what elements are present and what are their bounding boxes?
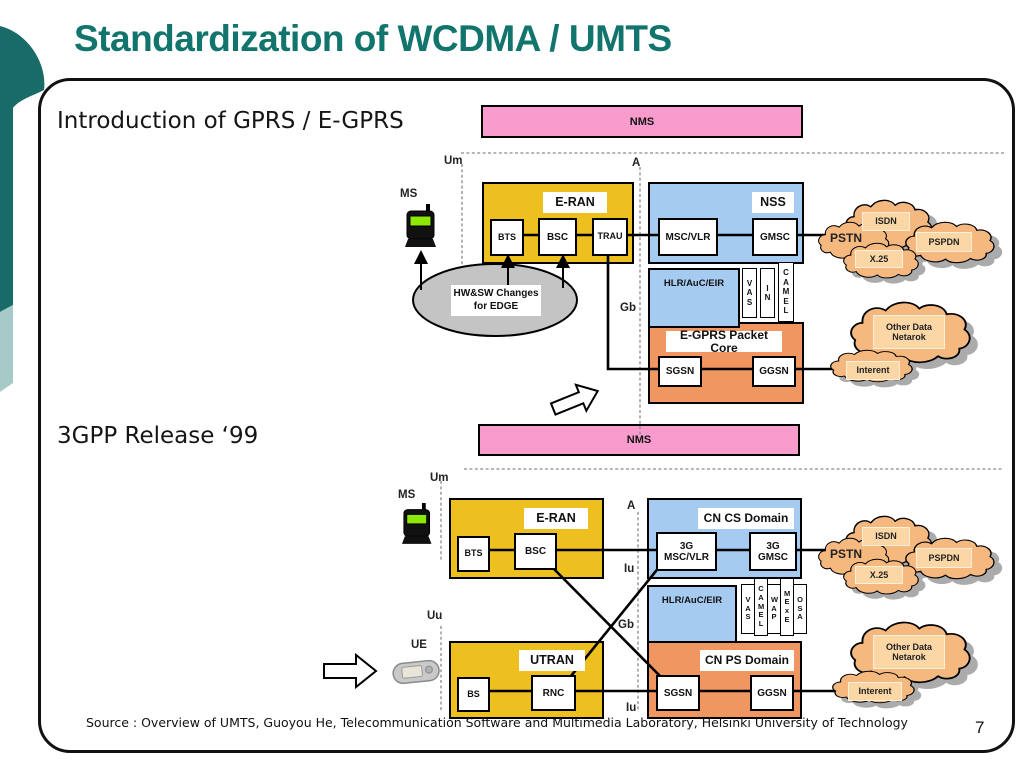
cloud-label-otherdata-gprs: Other Data Netarok [873, 315, 945, 349]
service-camel-gprs: CAMEL [778, 262, 794, 322]
mscvlr-node-r99: 3G MSC/VLR [656, 532, 717, 571]
cloud-label-pstn-r99: PSTN [830, 547, 863, 561]
heading-gprs: Introduction of GPRS / E-GPRS [57, 108, 404, 134]
iface-uu-r99: Uu [427, 610, 443, 622]
cloud-label-internet-r99: Interent [848, 682, 902, 701]
nms-label: NMS [629, 115, 655, 128]
ms-label-r99: MS [398, 489, 416, 501]
band-dark-shape [0, 26, 45, 312]
page-number: 7 [975, 718, 985, 737]
hlr-box-gprs: HLR/AuC/EIR [648, 268, 740, 328]
band-light-shape [0, 305, 13, 392]
cn-ps-title-r99: CN PS Domain [700, 650, 794, 671]
ue-label-r99: UE [411, 639, 427, 651]
iface-a-gprs: A [632, 157, 641, 169]
packet-core-title-gprs: E-GPRS Packet Core [666, 329, 782, 354]
nss-title-gprs: NSS [752, 192, 794, 213]
cloud-label-isdn-r99: ISDN [862, 527, 910, 546]
cloud-label-otherdata-r99: Other Data Netarok [873, 635, 945, 669]
nms-bar-r99: NMS [478, 424, 800, 456]
service-vas-r99: VAS [741, 584, 755, 634]
heading-r99: 3GPP Release ‘99 [57, 423, 259, 449]
cloud-label-isdn-gprs: ISDN [862, 212, 910, 231]
sgsn-node-gprs: SGSN [658, 356, 702, 387]
rnc-node-r99: RNC [531, 675, 576, 711]
iface-gb-gprs: Gb [620, 302, 636, 314]
service-camel-r99: CAMEL [754, 578, 768, 636]
iface-um-r99: Um [430, 472, 449, 484]
ms-label-gprs: MS [400, 188, 418, 200]
bts-node-gprs: BTS [490, 219, 524, 256]
teal-corner-decoration [0, 26, 45, 392]
hlr-box-r99: HLR/AuC/EIR [647, 585, 737, 643]
trau-node-gprs: TRAU [592, 218, 628, 256]
cloud-label-x25-r99: X.25 [855, 566, 903, 584]
bts-node-r99: BTS [457, 536, 490, 572]
sgsn-node-r99: SGSN [656, 675, 700, 711]
eran-title-r99: E-RAN [524, 508, 588, 529]
source-citation: Source : Overview of UMTS, Guoyou He, Te… [86, 715, 908, 730]
iface-iu-lower-r99: Iu [626, 702, 637, 714]
service-wap-r99: WAP [767, 584, 781, 634]
gmsc-node-r99: 3G GMSC [749, 532, 797, 571]
service-vas-gprs: VAS [742, 268, 757, 318]
service-osa-r99: OSA [793, 584, 807, 634]
iface-iu-upper-r99: Iu [624, 563, 635, 575]
ggsn-node-r99: GGSN [750, 675, 794, 711]
utran-title-r99: UTRAN [519, 650, 585, 671]
eran-title-gprs: E-RAN [543, 192, 607, 213]
ggsn-node-gprs: GGSN [752, 356, 796, 387]
bsc-node-r99: BSC [514, 533, 557, 570]
bsc-node-gprs: BSC [538, 218, 577, 256]
service-in-gprs: IN [760, 268, 775, 318]
cloud-label-pspdn-gprs: PSPDN [916, 232, 972, 252]
iface-um-gprs: Um [444, 155, 463, 167]
edge-change-note: HW&SW Changes for EDGE [451, 285, 541, 316]
nms-bar-gprs: NMS [481, 105, 803, 138]
service-mexe-r99: MExE [780, 578, 794, 636]
cloud-label-pspdn-r99: PSPDN [916, 548, 972, 568]
mscvlr-node-gprs: MSC/VLR [658, 218, 718, 256]
cn-cs-title-r99: CN CS Domain [698, 508, 794, 529]
gmsc-node-gprs: GMSC [752, 218, 798, 256]
iface-gb-r99: Gb [618, 619, 634, 631]
cloud-label-x25-gprs: X.25 [855, 250, 903, 268]
iface-a-r99: A [627, 500, 636, 512]
cloud-label-internet-gprs: Interent [846, 361, 900, 380]
page-title: Standardization of WCDMA / UMTS [74, 18, 672, 59]
cloud-label-pstn-gprs: PSTN [830, 231, 863, 245]
bs-node-r99: BS [457, 677, 490, 712]
nms-label: NMS [626, 434, 652, 446]
